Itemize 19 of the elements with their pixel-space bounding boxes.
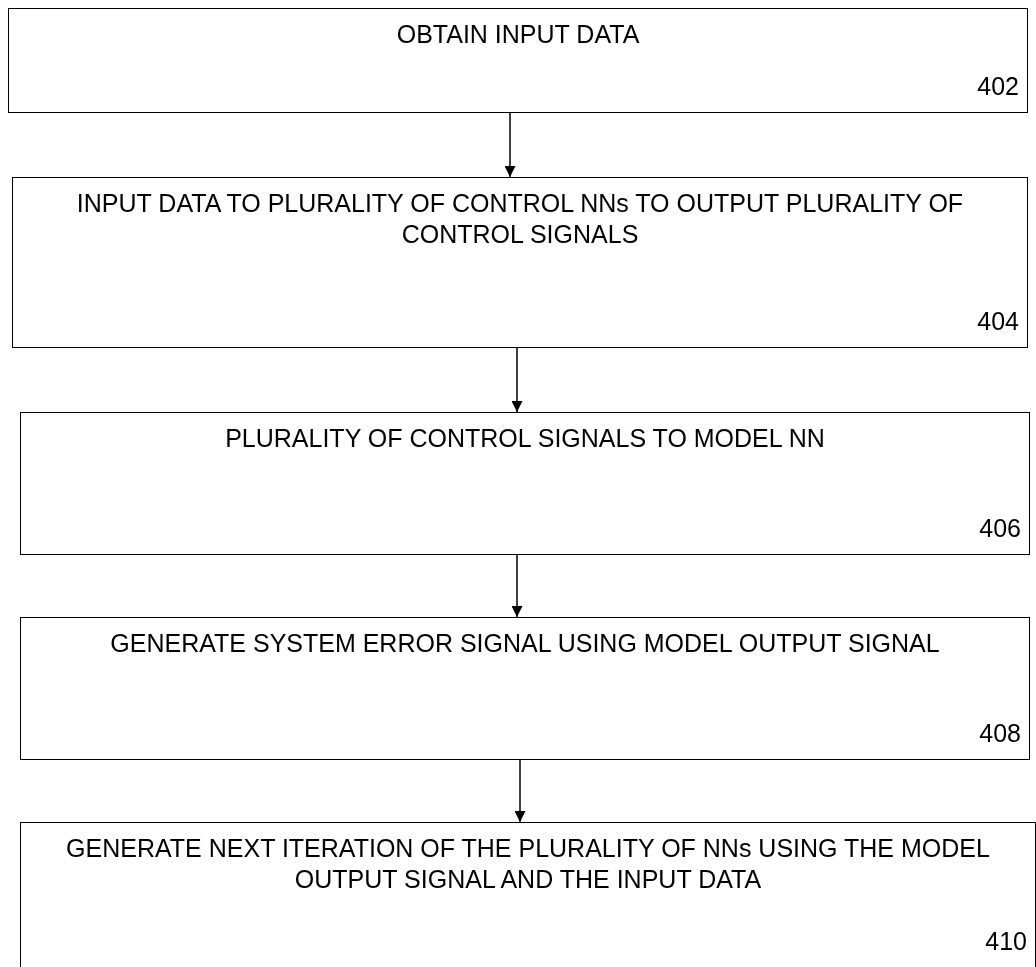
step-text: GENERATE NEXT ITERATION OF THE PLURALITY OF NNs USING THE MODEL OUTPUT SIGNAL AND THE INPUT DATA (65, 833, 991, 895)
step-number: 408 (979, 718, 1021, 748)
step-number: 406 (979, 513, 1021, 543)
step-number: 402 (977, 71, 1019, 101)
process-box (12, 177, 1028, 348)
process-box (20, 822, 1036, 967)
arrow (504, 112, 516, 178)
arrow (511, 347, 523, 413)
step-text: GENERATE SYSTEM ERROR SIGNAL USING MODEL OUTPUT SIGNAL (109, 628, 941, 659)
step-number: 410 (985, 926, 1027, 956)
step-text: PLURALITY OF CONTROL SIGNALS TO MODEL NN (224, 423, 826, 454)
step-number: 404 (977, 306, 1019, 336)
arrow (511, 554, 523, 618)
process-box (8, 8, 1028, 113)
process-box (20, 412, 1030, 555)
arrow (514, 759, 526, 823)
step-text: INPUT DATA TO PLURALITY OF CONTROL NNs TO OUTPUT PLURALITY OF CONTROL SIGNALS (75, 188, 965, 250)
process-box (20, 617, 1030, 760)
step-text: OBTAIN INPUT DATA (395, 19, 641, 50)
